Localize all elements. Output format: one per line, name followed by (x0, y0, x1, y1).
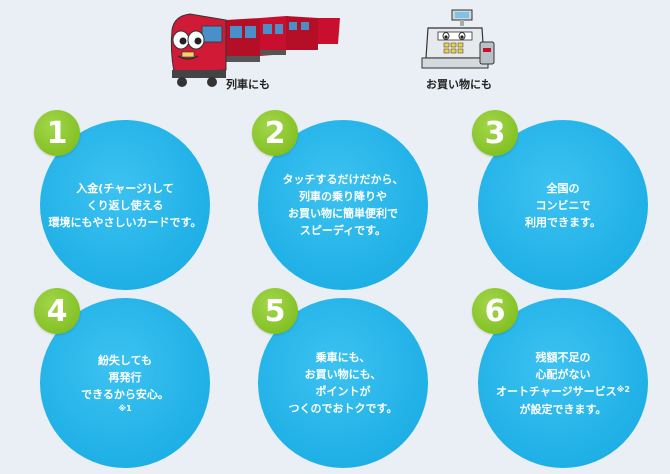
feature-line: が設定できます。 (519, 402, 607, 416)
train-caption: 列車にも (226, 78, 270, 91)
feature-line: お買い物に簡単便利で (288, 207, 398, 220)
feature-number: 1 (34, 110, 80, 156)
feature-line: タッチするだけだから、 (282, 173, 404, 186)
feature-text: 乗車にも、 お買い物にも、 ポイントが つくのでおトクです。 (262, 298, 424, 468)
feature-4: 4 紛失しても 再発行 できるから安心。 ※1 (34, 288, 210, 468)
feature-text: タッチするだけだから、 列車の乗り降りや お買い物に簡単便利で スピーディです。 (262, 120, 424, 290)
shopping-caption: お買い物にも (426, 78, 492, 91)
feature-line: お買い物にも、 (304, 368, 382, 381)
footnote-mark: ※2 (616, 384, 630, 394)
feature-number: 4 (34, 288, 80, 334)
feature-line: 列車の乗り降りや (299, 190, 387, 203)
feature-text: 残額不足の 心配がない オートチャージサービス※2 が設定できます。 (482, 298, 644, 468)
feature-line: 残額不足の (535, 350, 591, 364)
feature-line: ポイントが (315, 385, 371, 398)
feature-line: コンビニで (535, 198, 591, 212)
footnote-mark: ※1 (118, 403, 132, 413)
feature-6: 6 残額不足の 心配がない オートチャージサービス※2 が設定できます。 (472, 288, 648, 468)
feature-2: 2 タッチするだけだから、 列車の乗り降りや お買い物に簡単便利で スピーディで… (252, 110, 428, 290)
feature-number: 3 (472, 110, 518, 156)
feature-line: 利用できます。 (525, 215, 601, 229)
train-icon (170, 13, 340, 87)
feature-5: 5 乗車にも、 お買い物にも、 ポイントが つくのでおトクです。 (252, 288, 428, 468)
cash-register-icon (421, 9, 495, 69)
feature-line: オートチャージサービス※2 (496, 383, 630, 401)
feature-line: 全国の (546, 181, 580, 195)
feature-line: 心配がない (535, 367, 591, 381)
feature-line: 入金(チャージ)して (76, 181, 174, 195)
feature-line: つくのでおトクです。 (288, 402, 398, 415)
feature-line: できるから安心。 (81, 387, 169, 401)
feature-text: 紛失しても 再発行 できるから安心。 ※1 (44, 298, 206, 468)
feature-number: 2 (252, 110, 298, 156)
feature-text: 入金(チャージ)して くり返し使える 環境にもやさしいカードです。 (44, 120, 206, 290)
feature-3: 3 全国の コンビニで 利用できます。 (472, 110, 648, 290)
feature-text: 全国の コンビニで 利用できます。 (482, 120, 644, 290)
feature-number: 5 (252, 288, 298, 334)
feature-line: 乗車にも、 (315, 351, 371, 364)
feature-number: 6 (472, 288, 518, 334)
feature-line: 紛失しても (97, 353, 153, 367)
feature-line: くり返し使える (86, 198, 164, 212)
feature-line: 再発行 (108, 370, 142, 384)
feature-line: 環境にもやさしいカードです。 (48, 215, 202, 229)
feature-line-text: オートチャージサービス (495, 384, 617, 398)
feature-1: 1 入金(チャージ)して くり返し使える 環境にもやさしいカードです。 (34, 110, 210, 290)
feature-line: スピーディです。 (299, 224, 387, 237)
